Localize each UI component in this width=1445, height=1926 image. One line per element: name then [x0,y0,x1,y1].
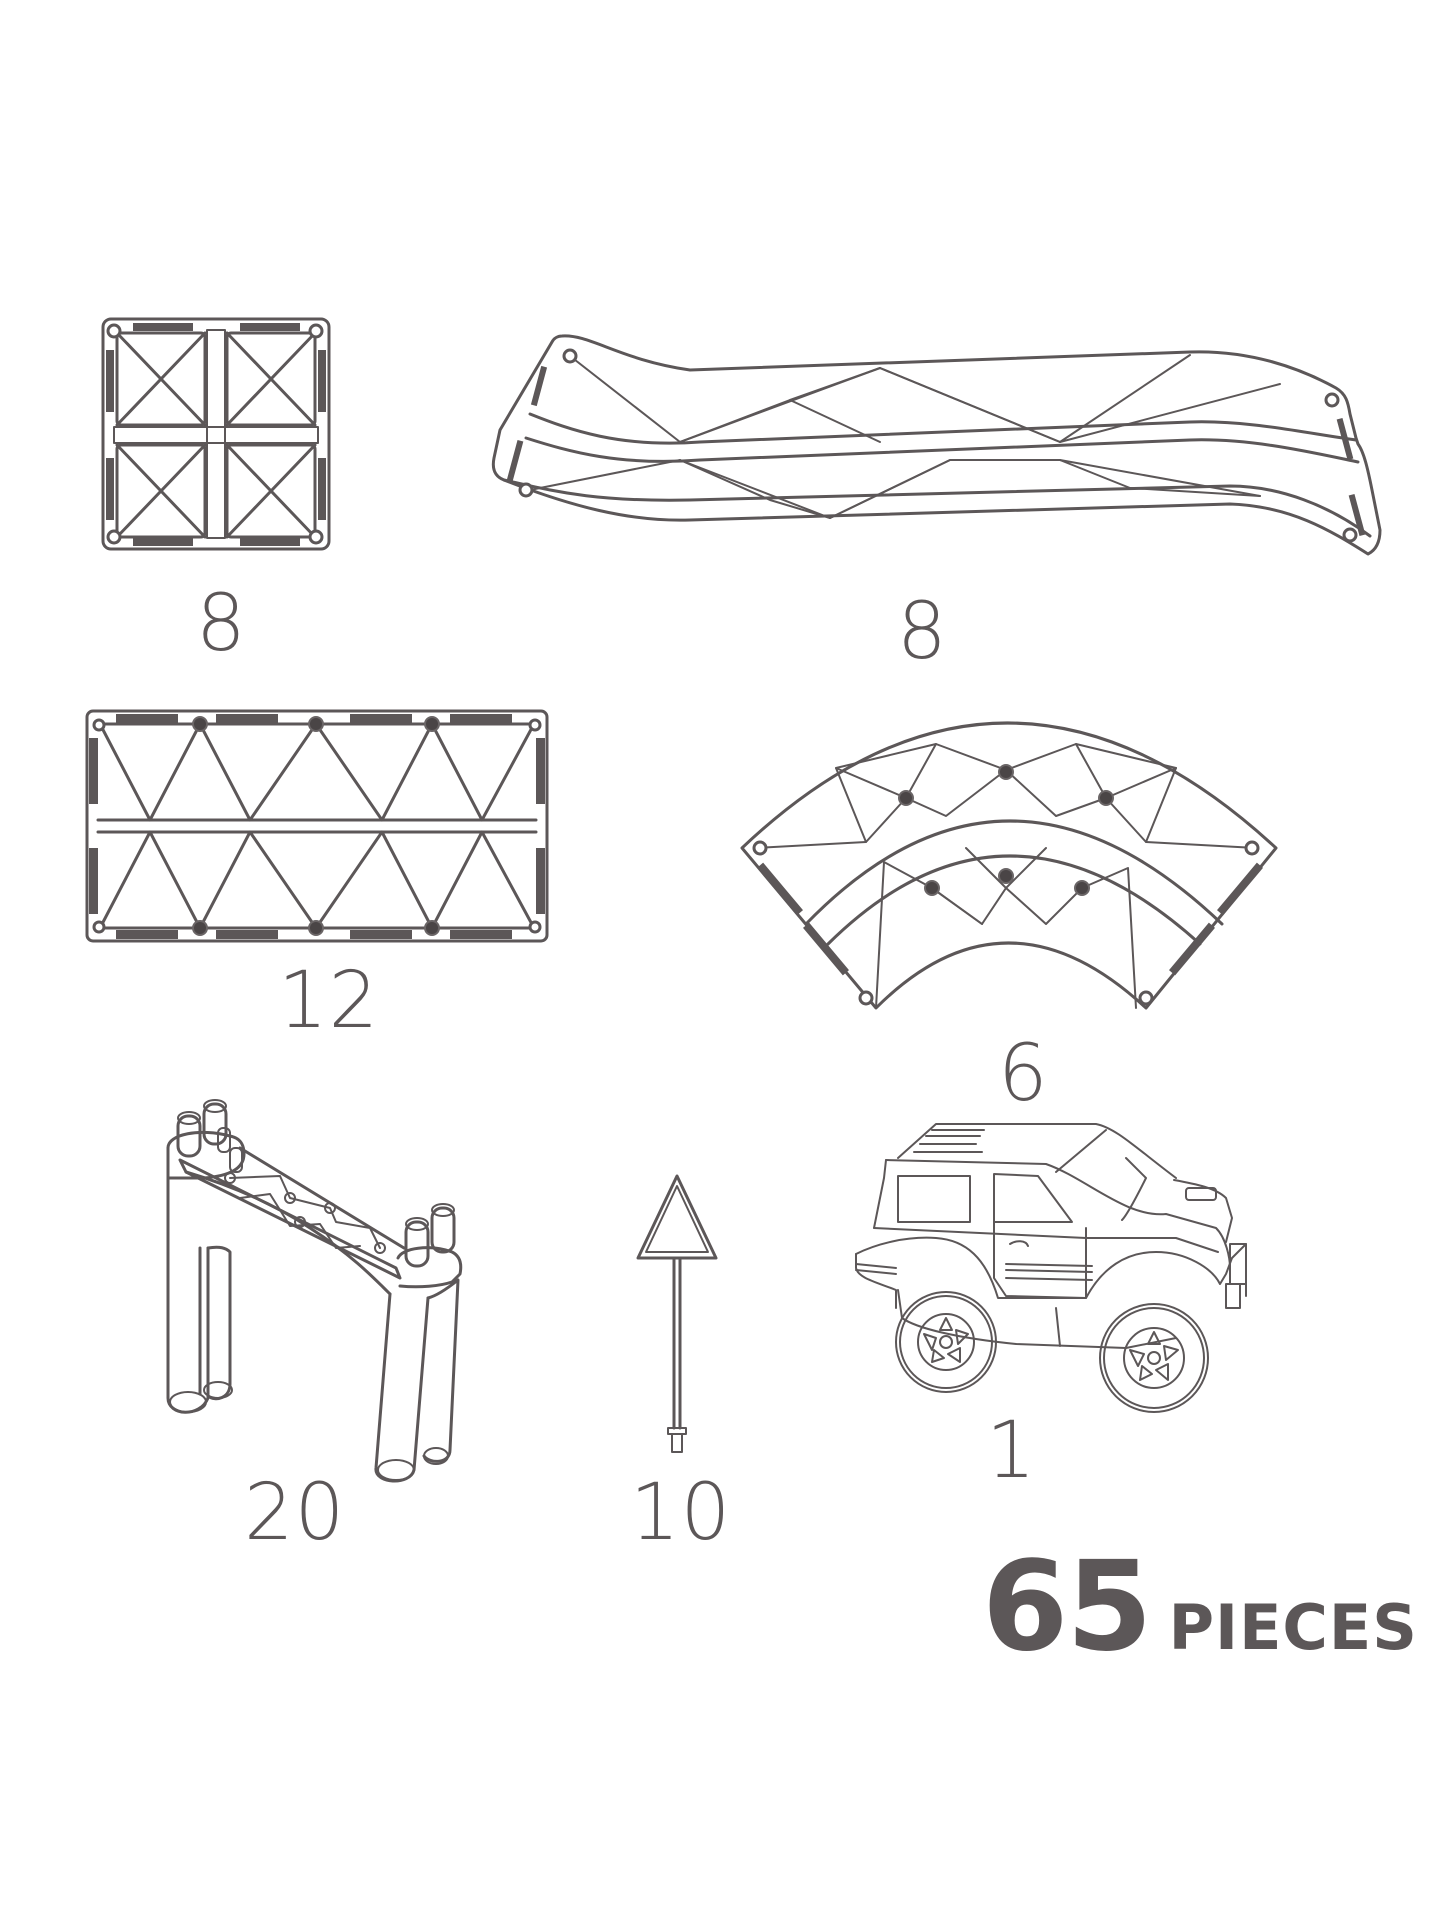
arc-tile-illustration [736,708,1286,1020]
bridge-support-count: 20 [244,1468,346,1558]
curved-ramp-tile-illustration [490,330,1390,560]
arc-tile-count: 6 [998,1029,1049,1119]
square-tile-count: 8 [196,579,247,669]
total-label: PIECES [1168,1591,1418,1664]
total-number: 65 [982,1535,1153,1679]
triangle-sign-count: 10 [630,1468,732,1558]
rectangle-tile-illustration [84,708,550,944]
toy-suv-car-count: 1 [986,1406,1037,1496]
bridge-support-illustration [160,1098,470,1488]
curved-ramp-tile-count: 8 [897,587,948,677]
triangle-sign-illustration [634,1172,720,1456]
rectangle-tile-count: 12 [278,956,380,1046]
toy-suv-car-illustration [846,1118,1266,1418]
square-tile-illustration [100,316,332,552]
